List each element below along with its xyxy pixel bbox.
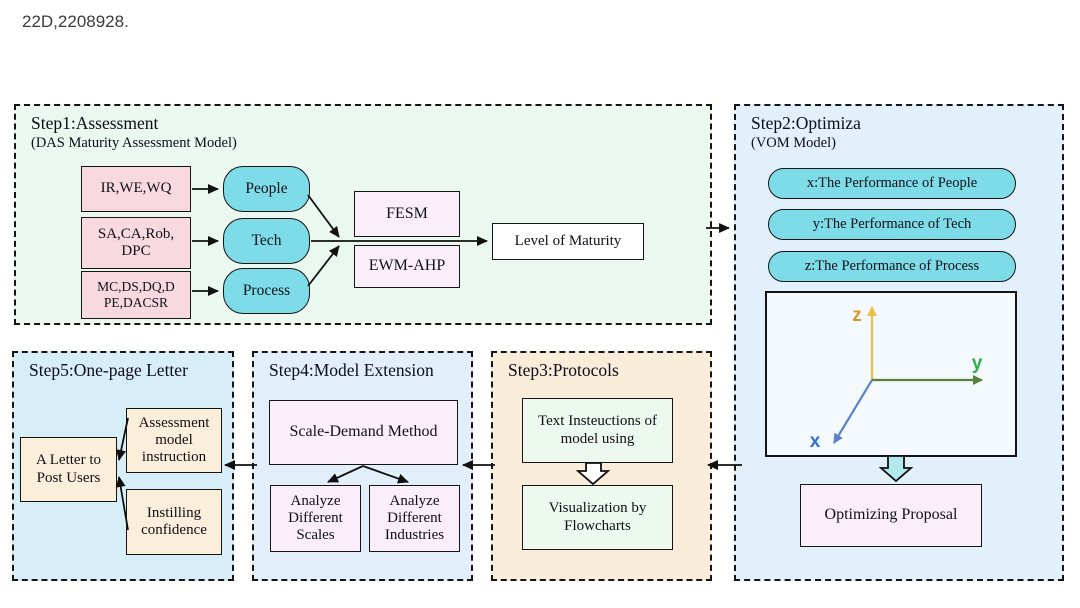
- step4-child-box: Analyze Different Scales: [270, 485, 361, 552]
- step1-method-ewm-ahp: EWM-AHP: [354, 245, 460, 288]
- step1-method-fesm: FESM: [354, 191, 460, 237]
- step3-title: Step3:Protocols: [508, 360, 619, 380]
- page-code: 22D,2208928.: [22, 12, 129, 31]
- step1-input-box: IR,WE,WQ: [81, 166, 191, 212]
- step2-subtitle: (VOM Model): [751, 135, 836, 151]
- step4-main-box: Scale-Demand Method: [269, 400, 458, 465]
- step5-source-box: Assessment model instruction: [126, 408, 222, 473]
- step5-source-box: Instilling confidence: [126, 489, 222, 555]
- step1-title: Step1:Assessment: [31, 113, 159, 133]
- step1-category-people: People: [223, 166, 310, 212]
- step2-pill-z: z:The Performance of Process: [768, 251, 1016, 282]
- step3-box-visualization: Visualization by Flowcharts: [522, 485, 673, 550]
- step1-category-tech: Tech: [223, 218, 310, 264]
- axes-3d-box: [765, 291, 1017, 457]
- step3-box-text-instructions: Text Insteuctions of model using: [522, 398, 673, 463]
- step1-input-box: MC,DS,DQ,D PE,DACSR: [81, 271, 191, 319]
- step1-category-process: Process: [223, 268, 310, 314]
- step2-proposal-box: Optimizing Proposal: [800, 484, 982, 547]
- step1-output-box: Level of Maturity: [492, 223, 644, 260]
- step5-letter-box: A Letter to Post Users: [20, 437, 117, 502]
- step2-title: Step2:Optimiza: [751, 113, 861, 133]
- step4-child-box: Analyze Different Industries: [369, 485, 460, 552]
- step2-pill-x: x:The Performance of People: [768, 168, 1016, 199]
- step1-input-box: SA,CA,Rob, DPC: [81, 217, 191, 269]
- step2-pill-y: y:The Performance of Tech: [768, 209, 1016, 240]
- step5-title: Step5:One-page Letter: [29, 360, 188, 380]
- step1-subtitle: (DAS Maturity Assessment Model): [31, 135, 237, 151]
- step4-title: Step4:Model Extension: [269, 360, 434, 380]
